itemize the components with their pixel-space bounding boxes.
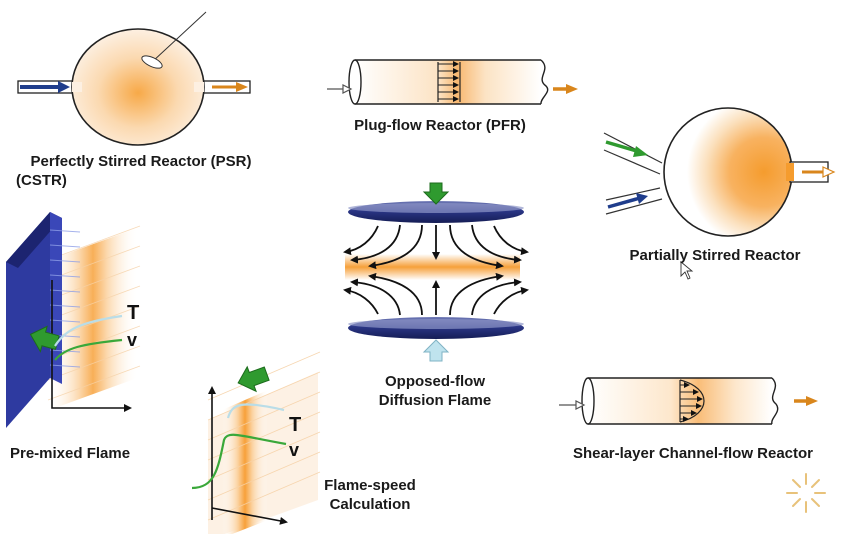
stirrer-icon <box>141 11 207 69</box>
flamespeed-T-symbol: T <box>289 414 302 436</box>
flame-speed-label: Flame-speed Calculation <box>300 476 440 514</box>
premixed-label: Pre-mixed Flame <box>10 445 131 462</box>
pfr-velocity-profile <box>437 61 461 102</box>
opposed-flow-label: Opposed-flow Diffusion Flame <box>360 372 510 410</box>
cursor-icon <box>680 261 694 280</box>
flame-speed-label-line2: Calculation <box>329 496 411 513</box>
parabolic-velocity-profile <box>679 379 705 423</box>
flamespeed-v-symbol: v <box>289 440 300 460</box>
premixed-v-symbol: v <box>127 330 138 350</box>
pfr-reactor <box>327 59 578 105</box>
psr-label-line2: (CSTR) <box>16 172 67 189</box>
partially-stirred-reactor <box>603 107 836 237</box>
opposed-flow-flame <box>343 182 529 362</box>
opposed-flow-label-line2: Diffusion Flame <box>378 392 492 409</box>
psr-label-line1: Perfectly Stirred Reactor (PSR) <box>30 153 252 170</box>
shear-layer-label: Shear-layer Channel-flow Reactor <box>572 445 814 462</box>
flame-speed-calc <box>191 351 321 534</box>
spinner-icon <box>786 473 826 513</box>
psr-label: Perfectly Stirred Reactor (PSR) (CSTR) <box>6 152 276 190</box>
premixed-flame <box>6 212 141 428</box>
flow-streamlines <box>343 224 529 316</box>
pfr-label: Plug-flow Reactor (PFR) <box>354 117 526 134</box>
opposed-flow-label-line1: Opposed-flow <box>385 373 485 390</box>
partially-stirred-label: Partially Stirred Reactor <box>629 247 801 264</box>
psr-reactor <box>17 11 251 146</box>
shear-layer-reactor <box>559 377 818 425</box>
premixed-T-symbol: T <box>127 302 140 324</box>
flame-speed-label-line1: Flame-speed <box>324 477 416 494</box>
